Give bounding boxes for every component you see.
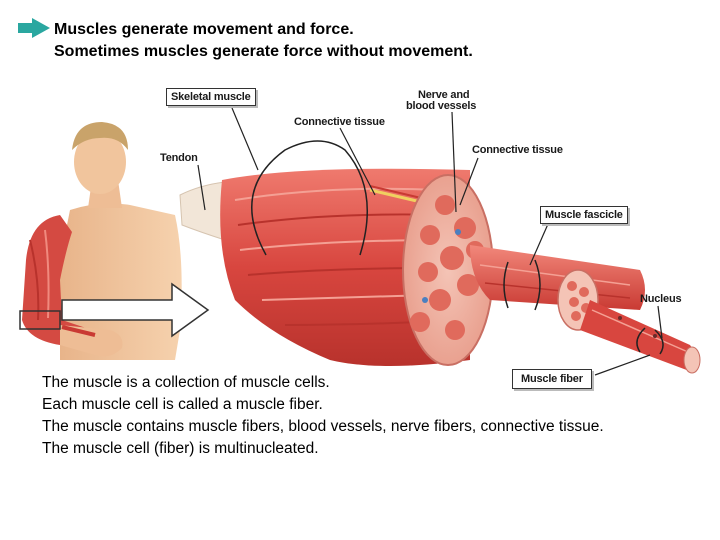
- body-text-line-3: The muscle contains muscle fibers, blood…: [42, 417, 604, 438]
- label-connective-tissue-left: Connective tissue: [294, 116, 385, 128]
- label-muscle-fiber: Muscle fiber: [512, 369, 592, 389]
- label-nerve-line2: blood vessels: [406, 100, 476, 112]
- label-connective-tissue-right: Connective tissue: [472, 144, 563, 156]
- body-text-line-4: The muscle cell (fiber) is multinucleate…: [42, 439, 319, 460]
- label-skeletal-muscle: Skeletal muscle: [166, 88, 256, 106]
- body-text-line-2: Each muscle cell is called a muscle fibe…: [42, 395, 323, 416]
- muscle-fiber-illustration: [580, 300, 700, 373]
- label-nucleus: Nucleus: [640, 293, 681, 305]
- label-tendon: Tendon: [160, 152, 198, 164]
- human-figure: [20, 122, 182, 360]
- skeletal-muscle-illustration: [220, 169, 493, 366]
- body-text-line-1: The muscle is a collection of muscle cel…: [42, 373, 330, 394]
- label-muscle-fascicle: Muscle fascicle: [540, 206, 628, 224]
